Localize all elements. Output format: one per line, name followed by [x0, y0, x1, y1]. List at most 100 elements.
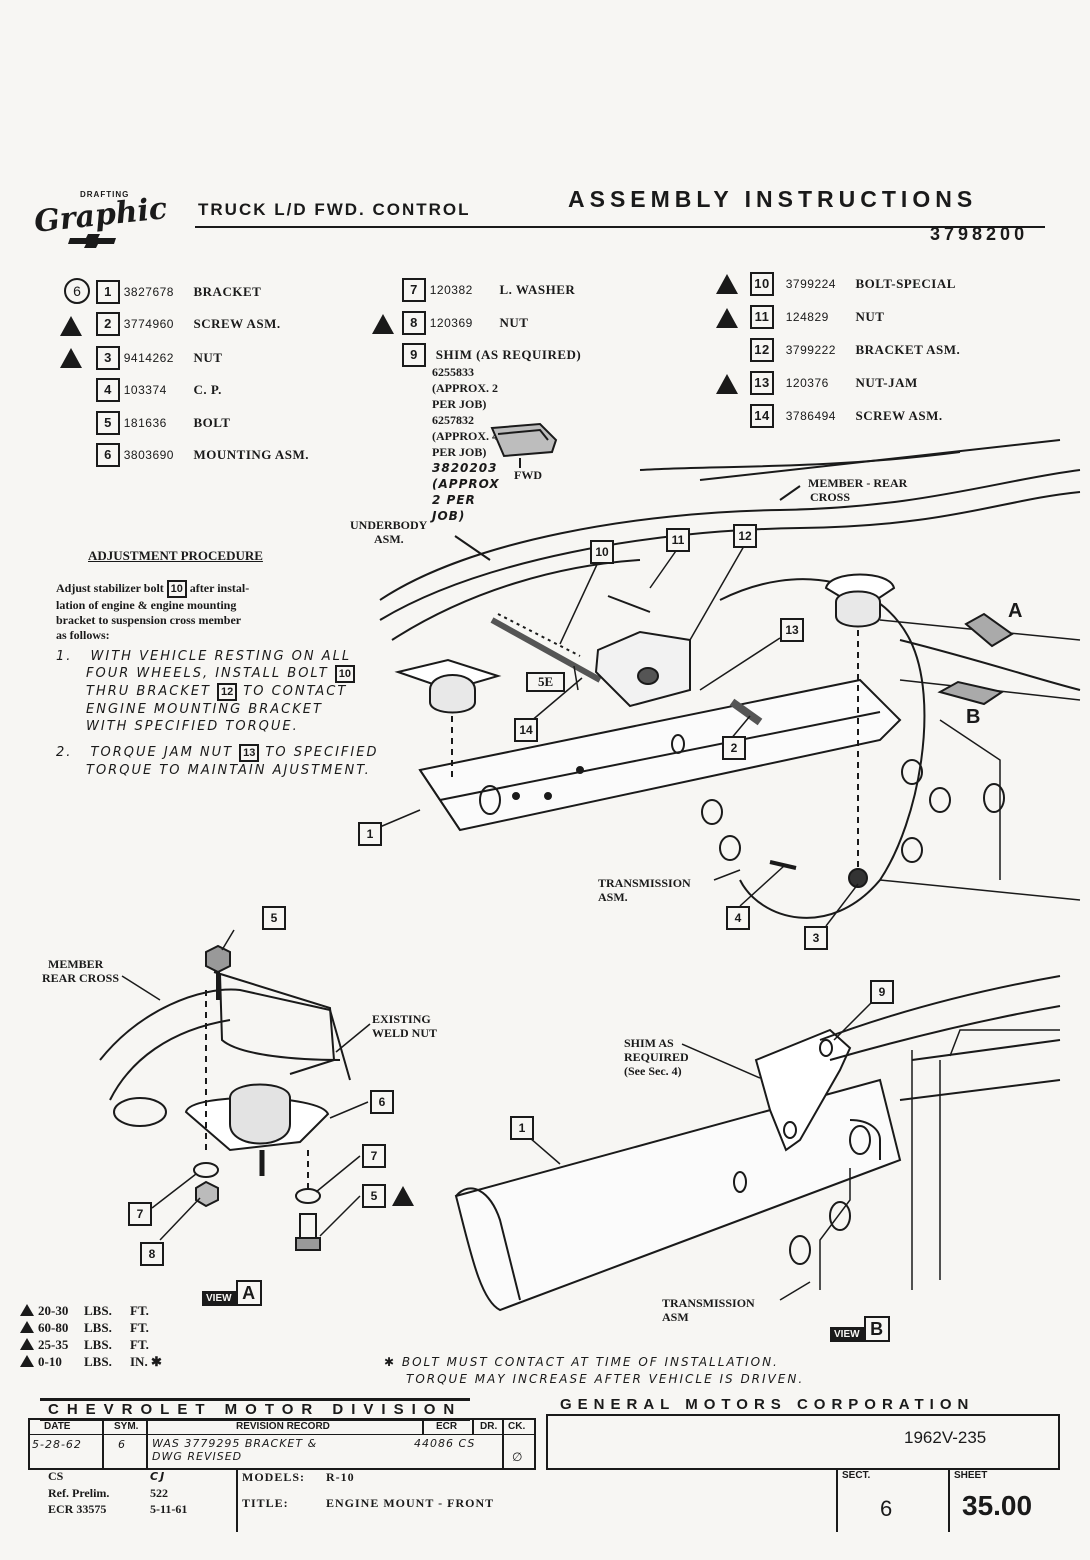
parts-list-item: 5 181636 BOLT	[96, 411, 230, 435]
sect-value: 6	[880, 1496, 893, 1521]
parts-list-item: 7 120382 L. WASHER	[402, 278, 575, 302]
callout-1: 1	[510, 1116, 534, 1140]
col-dr: DR.	[480, 1421, 498, 1432]
step-number: 2.	[56, 745, 73, 760]
ref-box: 10	[334, 665, 355, 683]
rev-text: WAS 3779295 BRACKET &DWG REVISED	[152, 1437, 318, 1463]
step-text: TORQUE TO MAINTAIN AJUSTMENT.	[86, 763, 371, 778]
rev-sym: 6	[118, 1438, 127, 1451]
logo: DRAFTING Graphic	[28, 188, 188, 258]
parts-list-item: 3 9414262 NUT	[96, 346, 222, 370]
models-label: MODELS:	[242, 1470, 306, 1484]
torque-triangle-icon	[372, 314, 394, 334]
view-a-letter: A	[235, 1280, 262, 1306]
torque-triangle-icon	[60, 348, 82, 368]
ref-prelim-label: Ref. Prelim.	[48, 1486, 110, 1500]
callout-11: 11	[666, 528, 690, 552]
cs-value: CJ	[150, 1470, 167, 1483]
sect-label: SECT.	[842, 1470, 871, 1481]
col-revision: REVISION RECORD	[236, 1421, 330, 1432]
step-text: TO SPECIFIED	[265, 745, 379, 760]
parts-list-item: 10 3799224 BOLT-SPECIAL	[750, 272, 956, 296]
step-text: WITH SPECIFIED TORQUE.	[86, 719, 299, 734]
ecr-date: 5-11-61	[150, 1502, 188, 1516]
callout-6: 6	[370, 1090, 394, 1114]
parts-list-item: 12 3799222 BRACKET ASM.	[750, 338, 960, 362]
step-text: ENGINE MOUNTING BRACKET	[86, 702, 323, 717]
revision-record: DATE SYM. REVISION RECORD ECR DR. CK. 5-…	[28, 1418, 536, 1470]
torque-triangle-icon	[20, 1355, 34, 1367]
step-number: 1.	[56, 649, 73, 664]
step-text: TORQUE JAM NUT	[90, 745, 234, 760]
callout-1: 1	[358, 822, 382, 846]
title-label: TITLE:	[242, 1496, 289, 1510]
col-ecr: ECR	[436, 1421, 458, 1432]
ref-prelim-value: 522	[150, 1486, 168, 1500]
circle-6-mark: 6	[64, 278, 90, 304]
header-number: 3798200	[930, 224, 1029, 244]
torque-triangle-icon	[392, 1186, 414, 1206]
callout-10: 10	[590, 540, 614, 564]
callout-9: 9	[870, 980, 894, 1004]
sheet-value: 35.00	[962, 1490, 1033, 1521]
torque-triangle-icon	[60, 316, 82, 336]
callout-12: 12	[733, 524, 757, 548]
corporation-banner: GENERAL MOTORS CORPORATION	[560, 1396, 975, 1413]
parts-list-item: 4 103374 C. P.	[96, 378, 222, 402]
title-value: ENGINE MOUNT - FRONT	[326, 1496, 495, 1510]
callout-4: 4	[726, 906, 750, 930]
parts-list-item: 13 120376 NUT-JAM	[750, 371, 918, 395]
parts-list-item: 6 3803690 MOUNTING ASM.	[96, 443, 309, 467]
torque-triangle-icon	[716, 374, 738, 394]
parts-list-item: 2 3774960 SCREW ASM.	[96, 312, 281, 336]
view-arrow-b-letter: B	[966, 706, 981, 728]
logo-bowtie-icon	[68, 234, 116, 248]
step-text: THRU BRACKET	[86, 684, 211, 699]
models-value: R-10	[326, 1470, 355, 1484]
ref-box: 12	[217, 683, 238, 701]
view-a-word: VIEW	[202, 1291, 236, 1306]
cs-label: CS	[48, 1469, 64, 1483]
rev-date: 5-28-62	[32, 1438, 82, 1451]
adjustment-intro: lation of engine & engine mounting	[56, 598, 237, 612]
callout-8: 8	[140, 1242, 164, 1266]
torque-triangle-icon	[20, 1338, 34, 1350]
torque-triangle-icon	[20, 1304, 34, 1316]
callout-5: 5	[362, 1184, 386, 1208]
torque-triangle-icon	[716, 274, 738, 294]
ref-box: 13	[239, 744, 260, 762]
adjustment-intro: Adjust stabilizer bolt	[56, 581, 164, 595]
parts-list-item: 14 3786494 SCREW ASM.	[750, 404, 943, 428]
callout-14: 14	[514, 718, 538, 742]
ecr-label: ECR 33575	[48, 1502, 107, 1516]
callout-7: 7	[128, 1202, 152, 1226]
adjustment-intro: as follows:	[56, 628, 110, 642]
adjustment-intro: after instal-	[189, 581, 250, 595]
header-title: ASSEMBLY INSTRUCTIONS	[568, 186, 978, 212]
col-date: DATE	[44, 1421, 71, 1432]
callout-13: 13	[780, 618, 804, 642]
view-b-word: VIEW	[830, 1327, 864, 1342]
doc-reference: 1962V-235	[904, 1428, 987, 1447]
callout-3: 3	[804, 926, 828, 950]
torque-triangle-icon	[20, 1321, 34, 1333]
step-text: FOUR WHEELS, INSTALL BOLT	[86, 666, 329, 681]
parts-list-item: 11 124829 NUT	[750, 305, 884, 329]
step-text: WITH VEHICLE RESTING ON ALL	[90, 649, 352, 664]
header-subject: TRUCK L/D FWD. CONTROL	[198, 200, 471, 219]
se-tag: 5E	[526, 672, 566, 692]
callout-2: 2	[722, 736, 746, 760]
